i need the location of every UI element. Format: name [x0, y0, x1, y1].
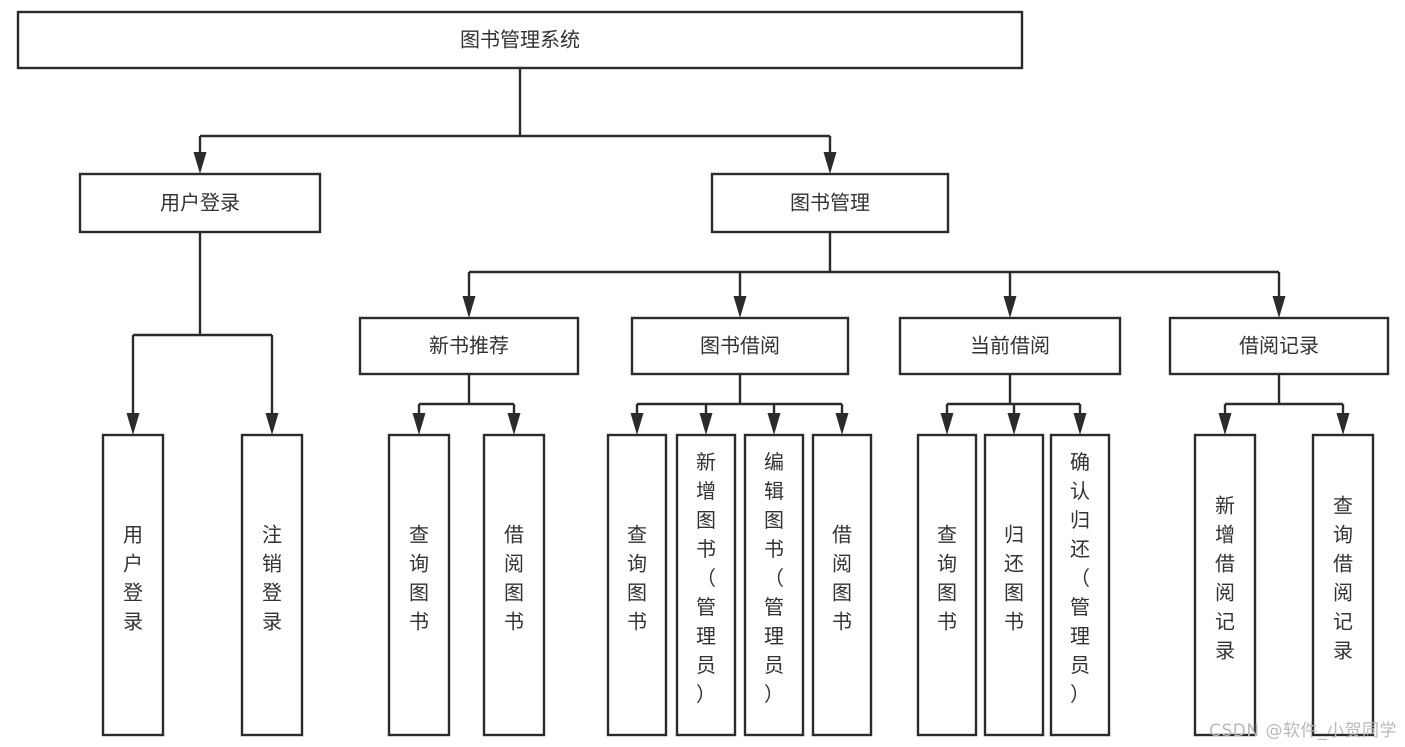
nodes-layer: 图书管理系统用户登录图书管理新书推荐图书借阅当前借阅借阅记录用户登录注销登录查询…	[16, 10, 1390, 737]
node-label: 查询图书	[409, 523, 429, 634]
node-book-manage[interactable]: 图书管理	[710, 172, 950, 234]
node-box	[358, 316, 580, 376]
node-label: 确认归还（管理员）	[1070, 450, 1090, 706]
node-label: 用户登录	[160, 191, 240, 215]
edges-layer	[126, 68, 1350, 435]
node-root[interactable]: 图书管理系统	[16, 10, 1024, 70]
node-label: 查询借阅记录	[1333, 494, 1353, 663]
node-box	[983, 433, 1045, 737]
node-box	[387, 433, 451, 737]
node-box	[630, 316, 850, 376]
node-label: 编辑图书（管理员）	[764, 450, 784, 706]
node-new-book-rec[interactable]: 新书推荐	[358, 316, 580, 376]
node-label: 新书推荐	[429, 334, 509, 358]
node-current-borrow[interactable]: 当前借阅	[898, 316, 1122, 376]
node-box	[101, 433, 165, 737]
node-label: 图书管理	[790, 191, 870, 215]
node-box	[710, 172, 950, 234]
node-leaf-user-logout[interactable]: 注销登录	[240, 433, 304, 737]
node-leaf-confirm-return[interactable]: 确认归还（管理员）	[1049, 433, 1111, 737]
node-user-login[interactable]: 用户登录	[78, 172, 322, 234]
node-leaf-user-login[interactable]: 用户登录	[101, 433, 165, 737]
node-leaf-return-book[interactable]: 归还图书	[983, 433, 1045, 737]
node-box	[743, 433, 805, 737]
node-box	[78, 172, 322, 234]
node-leaf-borrow-book-1[interactable]: 借阅图书	[482, 433, 546, 737]
edge-group-root-to-level1	[193, 68, 837, 174]
node-box	[606, 433, 668, 737]
edge-group-book-manage-to-level2	[462, 232, 1286, 318]
node-box	[916, 433, 978, 737]
watermark-text: CSDN @软件_小贺同学	[1209, 721, 1397, 741]
node-label: 查询图书	[937, 523, 957, 634]
node-box	[811, 433, 873, 737]
node-box	[1049, 433, 1111, 737]
node-box	[240, 433, 304, 737]
node-label: 借阅图书	[504, 523, 524, 634]
node-box	[482, 433, 546, 737]
node-label: 当前借阅	[970, 334, 1050, 358]
node-leaf-add-record[interactable]: 新增借阅记录	[1193, 433, 1257, 737]
node-label: 归还图书	[1004, 523, 1024, 634]
edge-group-user-login-to-leaves	[126, 232, 279, 435]
node-box	[675, 433, 737, 737]
edge-group-new-book-rec-to-leaves	[412, 374, 521, 435]
node-label: 新增借阅记录	[1215, 494, 1235, 663]
node-label: 借阅图书	[832, 523, 852, 634]
node-book-borrow[interactable]: 图书借阅	[630, 316, 850, 376]
node-label: 图书借阅	[700, 334, 780, 358]
node-box	[16, 10, 1024, 70]
node-label: 借阅记录	[1239, 334, 1319, 358]
node-leaf-edit-book[interactable]: 编辑图书（管理员）	[743, 433, 805, 737]
node-leaf-query-record[interactable]: 查询借阅记录	[1311, 433, 1375, 737]
node-label: 注销登录	[262, 523, 282, 634]
node-label: 新增图书（管理员）	[696, 450, 716, 706]
node-leaf-query-book-2[interactable]: 查询图书	[606, 433, 668, 737]
edge-group-borrow-record-to-leaves	[1218, 374, 1350, 435]
node-leaf-query-book-1[interactable]: 查询图书	[387, 433, 451, 737]
node-leaf-borrow-book-2[interactable]: 借阅图书	[811, 433, 873, 737]
node-label: 用户登录	[123, 523, 143, 634]
node-leaf-add-book[interactable]: 新增图书（管理员）	[675, 433, 737, 737]
node-label: 查询图书	[627, 523, 647, 634]
node-label: 图书管理系统	[460, 28, 580, 52]
node-box	[898, 316, 1122, 376]
edge-group-current-borrow-to-leaves	[940, 374, 1087, 435]
node-box	[1311, 433, 1375, 737]
node-box	[1193, 433, 1257, 737]
edge-group-book-borrow-to-leaves	[630, 374, 849, 435]
node-borrow-record[interactable]: 借阅记录	[1168, 316, 1390, 376]
node-box	[1168, 316, 1390, 376]
node-leaf-query-book-3[interactable]: 查询图书	[916, 433, 978, 737]
